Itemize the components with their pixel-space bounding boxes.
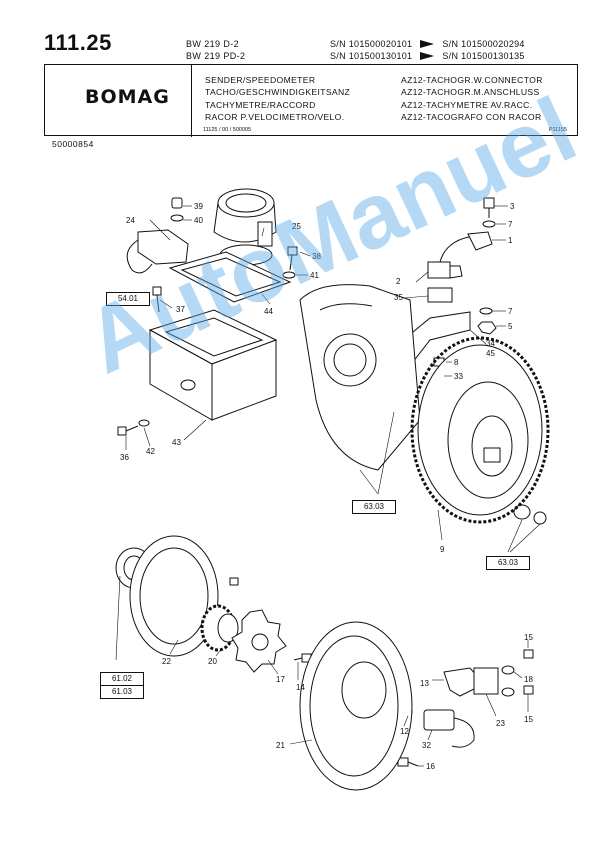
svg-text:2: 2 <box>396 277 401 286</box>
titles-left: SENDER/SPEEDOMETER TACHO/GESCHWINDIGKEIT… <box>205 74 350 123</box>
serial-to-1: S/N 101500020294 <box>442 39 525 49</box>
svg-text:32: 32 <box>422 741 431 750</box>
divider <box>191 65 192 137</box>
ref-box-61-02: 61.02 <box>100 672 144 685</box>
small-code: P11155 <box>548 127 567 133</box>
serial-ranges: S/N 101500020101 S/N 101500020294 S/N 10… <box>330 38 525 62</box>
svg-text:36: 36 <box>120 453 129 462</box>
svg-text:22: 22 <box>162 657 171 666</box>
title-de: TACHO/GESCHWINDIGKEITSANZ <box>205 87 351 98</box>
svg-text:41: 41 <box>310 271 319 280</box>
gasket-plate <box>168 251 292 303</box>
svg-text:1: 1 <box>508 236 513 245</box>
drum-housing <box>299 284 421 471</box>
svg-text:7: 7 <box>508 307 513 316</box>
arrow-right-icon <box>420 52 435 60</box>
model-2: BW 219 PD-2 <box>186 51 246 61</box>
leader-lines <box>115 205 541 767</box>
speedometer-gauge <box>213 188 277 266</box>
svg-text:35: 35 <box>394 293 403 302</box>
svg-text:43: 43 <box>172 438 181 447</box>
serial-from-2: S/N 101500130101 <box>330 51 413 61</box>
svg-text:5: 5 <box>508 322 513 331</box>
titles-right: AZ12-TACHOGR.W.CONNECTOR AZ12-TACHOGR.M.… <box>401 74 543 123</box>
ref-box-54-01: 54.01 <box>106 292 150 306</box>
svg-text:25: 25 <box>292 222 301 231</box>
svg-text:39: 39 <box>194 202 203 211</box>
svg-text:18: 18 <box>524 675 533 684</box>
serial-to-2: S/N 101500130135 <box>442 51 525 61</box>
svg-text:9: 9 <box>440 545 445 554</box>
small-reference: 11125 / 00 / 500005 <box>203 127 252 133</box>
svg-text:7: 7 <box>508 220 513 229</box>
speed-sender <box>427 231 493 303</box>
svg-text:14: 14 <box>296 683 305 692</box>
title2-es: AZ12-TACOGRAFO CON RACOR <box>401 111 542 122</box>
svg-text:24: 24 <box>126 216 135 225</box>
title-block: BOMAG SENDER/SPEEDOMETER TACHO/GESCHWIND… <box>44 64 578 137</box>
svg-text:23: 23 <box>496 719 505 728</box>
housing-box <box>148 309 278 421</box>
bracket-24 <box>137 229 189 265</box>
model-1: BW 219 D-2 <box>186 39 240 49</box>
svg-text:12: 12 <box>400 727 409 736</box>
title2-en: AZ12-TACHOGR.W.CONNECTOR <box>401 75 543 85</box>
ref-box-61-03: 61.03 <box>100 685 144 699</box>
svg-text:34: 34 <box>486 339 495 348</box>
title-es: RACOR P.VELOCIMETRO/VELO. <box>205 111 345 122</box>
serial-from-1: S/N 101500020101 <box>330 39 413 49</box>
svg-text:8: 8 <box>454 358 459 367</box>
washers-63 <box>513 504 547 525</box>
svg-text:17: 17 <box>276 675 285 684</box>
svg-text:16: 16 <box>426 762 435 771</box>
serial-range-1: S/N 101500020101 S/N 101500020294 <box>330 38 525 50</box>
sender-32 <box>423 667 499 748</box>
svg-text:13: 13 <box>420 679 429 688</box>
serial-range-2: S/N 101500130101 S/N 101500130135 <box>330 50 525 62</box>
svg-text:33: 33 <box>454 372 463 381</box>
ref-box-63-03-b: 63.03 <box>486 556 530 570</box>
svg-text:21: 21 <box>276 741 285 750</box>
svg-text:37: 37 <box>176 305 185 314</box>
gear-20 <box>200 604 239 652</box>
model-list: BW 219 D-2 BW 219 PD-2 <box>186 38 245 62</box>
svg-text:15: 15 <box>524 715 533 724</box>
svg-text:45: 45 <box>486 349 495 358</box>
ref-box-63-03-a: 63.03 <box>352 500 396 514</box>
flange-22 <box>129 535 219 657</box>
svg-text:20: 20 <box>208 657 217 666</box>
star-disc-17 <box>231 609 287 673</box>
flange-21 <box>299 621 413 791</box>
ring-gear <box>410 336 550 524</box>
svg-text:44: 44 <box>264 307 273 316</box>
title2-de: AZ12-TACHOGR.M.ANSCHLUSS <box>401 87 540 98</box>
svg-text:38: 38 <box>312 252 321 261</box>
svg-text:15: 15 <box>524 633 533 642</box>
svg-text:40: 40 <box>194 216 203 225</box>
bomag-logo: BOMAG <box>85 86 170 108</box>
title2-fr: AZ12-TACHYMETRE AV.RACC. <box>401 99 533 110</box>
page-number: 111.25 <box>44 30 112 55</box>
document-number: 50000854 <box>52 139 94 149</box>
title-en: SENDER/SPEEDOMETER <box>205 75 316 85</box>
arrow-right-icon <box>420 40 435 48</box>
svg-text:3: 3 <box>510 202 515 211</box>
svg-text:42: 42 <box>146 447 155 456</box>
callout-labels: 39 40 25 24 38 41 37 44 3 7 1 2 35 7 5 3… <box>120 202 533 771</box>
title-fr: TACHYMETRE/RACCORD <box>205 99 316 110</box>
